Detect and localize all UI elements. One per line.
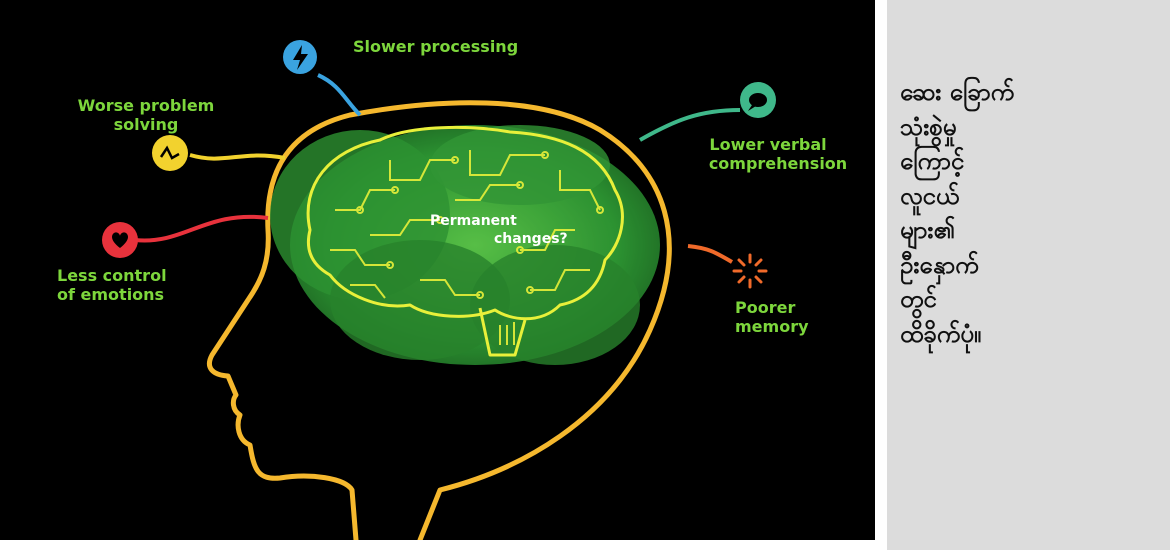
label-worse-problem-l2: solving <box>114 115 179 134</box>
label-less-control-l2: of emotions <box>57 285 164 304</box>
caption-line-2: သုံးစွဲမှု <box>900 112 957 141</box>
caption-text: ဆေး ခြောက် သုံးစွဲမှု ကြောင့် လူငယ် များ… <box>900 75 1160 351</box>
connector-emotion <box>134 214 269 243</box>
caption-sidebar <box>887 0 1170 550</box>
brain-circuit <box>306 125 624 357</box>
brain-effects-diagram: Slower processing Worse problem solving … <box>57 37 847 540</box>
caption-line-4: လူငယ် <box>900 181 960 210</box>
caption-line-6: ဦးနှောက် <box>900 250 979 279</box>
label-worse-problem-l1: Worse problem <box>78 96 215 115</box>
brain-circuit-traces <box>330 150 604 345</box>
heart-icon <box>102 222 138 258</box>
speech-bubble-icon <box>740 82 776 118</box>
connector-slower <box>317 73 362 117</box>
caption-line-8: ထိခိုက်ပုံ။ <box>900 319 982 348</box>
burst-icon <box>732 253 768 289</box>
caption-line-1: ဆေး ခြောက် <box>900 78 1015 106</box>
head-outline <box>206 100 672 540</box>
label-lower-verbal-l2: comprehension <box>709 154 847 173</box>
label-lower-verbal-l1: Lower verbal <box>709 135 826 154</box>
label-poorer-memory-l2: memory <box>735 317 809 336</box>
caption-line-5: များ၏ <box>900 216 955 244</box>
confused-face-icon <box>152 135 188 171</box>
label-poorer-memory-l1: Poorer <box>735 298 795 317</box>
panel-divider <box>875 0 885 550</box>
label-permanent: Permanent <box>430 213 517 229</box>
connector-verbal <box>639 108 741 142</box>
caption-line-3: ကြောင့် <box>900 147 965 175</box>
brain-glow <box>270 125 660 365</box>
label-changes: changes? <box>494 231 568 247</box>
label-slower-processing: Slower processing <box>353 37 518 56</box>
connector-worse <box>189 153 286 161</box>
connector-memory <box>687 244 734 264</box>
caption-line-7: တွင် <box>900 285 937 313</box>
lightning-bolt-icon <box>283 40 317 74</box>
label-less-control-l1: Less control <box>57 266 167 285</box>
